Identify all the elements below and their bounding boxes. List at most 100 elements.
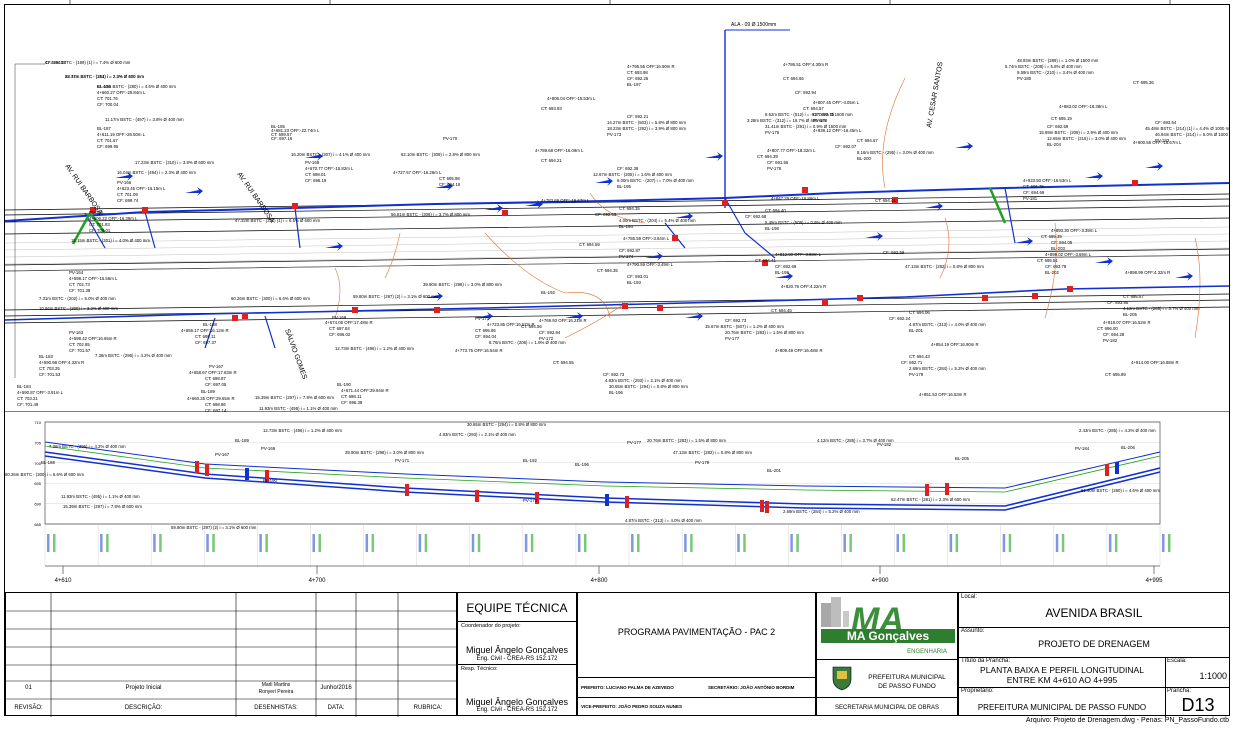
plan-annotation: CF: 692.87: [619, 248, 641, 253]
plan-annotation: CF: 694.28: [1103, 332, 1125, 337]
pavement-line: [44, 445, 1161, 493]
vice-prefeito: VICE-PREFEITO: JOÃO PEDRO SOUZA NUNES: [581, 704, 683, 709]
station-value-mark: [471, 534, 475, 552]
file-footer: Arquivo: Projeto de Drenagem.dwg - Penas…: [1025, 717, 1229, 724]
profile-annotation: PV-184: [1075, 446, 1090, 451]
profile-structure: [945, 483, 949, 495]
plan-annotation: 15.15m BSTC - (201) i = 4.0% Ø 400 mm: [71, 238, 150, 243]
plan-annotation: CF: 691.56: [767, 160, 789, 165]
plan-annotation: 4+883.02 OFF:-18.38m L: [1059, 104, 1108, 109]
company-logo: MA MA Gonçalves ENGENHARIA: [821, 597, 955, 655]
plan-annotation: CT: 694.41: [755, 258, 776, 263]
plan-annotation: 4+590.98 OFF:4.32m R: [39, 360, 84, 365]
plan-annotation: CT: 698.11: [341, 394, 362, 399]
plan-annotation: 5.45m BSTC - (509) i = 0.9% Ø 400 mm: [765, 220, 842, 225]
flow-arrow: [645, 252, 663, 261]
plan-annotation: 4.12m BSTC - (285) i = 3.7% Ø 400 mm: [1123, 306, 1200, 311]
flow-arrow: [685, 312, 703, 321]
plan-annotation: CT: 694.56: [521, 324, 542, 329]
profile-structure: [625, 496, 629, 508]
equipe-title: EQUIPE TÉCNICA: [466, 601, 568, 615]
plan-annotation: CF: 701.49: [17, 402, 39, 407]
manhole-marker: [802, 187, 808, 193]
profile-annotation: PV-177: [627, 440, 642, 445]
resp-reg: Eng. Civil - CREA-RS 152.172: [476, 707, 558, 713]
plan-annotation: 45.48m BSTC - (214) (1) i = 4.4% Ø 1000 …: [1145, 126, 1229, 131]
plan-annotation: 62.47m BSTC - (281) i = 2.3% Ø 600 mm: [65, 74, 144, 79]
plan-annotation: CF: 699.74: [117, 198, 139, 203]
plan-annotation: CF: 694.16: [439, 182, 461, 187]
elevation-label: 705: [34, 440, 41, 445]
plan-annotation: CT: 702.73: [69, 282, 90, 287]
profile-annotation: BL-188: [41, 460, 55, 465]
plan-annotation: 18.23m BSTC - (292) i = 3.9% Ø 800 mm: [607, 126, 686, 131]
flow-arrow: [435, 182, 453, 191]
plan-annotation: 20.76m BSTC - (283) i = 1.5% Ø 800 mm: [725, 330, 804, 335]
coordenador-reg: Eng. Civil - CREA-RS 152.172: [476, 656, 558, 662]
grid-line: [5, 226, 1229, 244]
plan-annotation: 4+790.59 OFF:-3.49m L: [627, 262, 674, 267]
logo-box: MA MA Gonçalves ENGENHARIA PREFEITURA MU…: [816, 592, 958, 716]
escala-value: 1:1000: [1199, 671, 1227, 681]
plan-annotation: PV-177: [725, 336, 740, 341]
profile-frame: [44, 421, 1161, 525]
station-value-mark: [312, 534, 315, 552]
manhole-marker: [242, 313, 248, 319]
profile-annotation: BL-201: [767, 468, 781, 473]
plan-annotation: CF: 692.21: [627, 114, 649, 119]
plan-annotation: 4.83m BSTC - (293) i = 2.1% Ø 400 mm: [605, 378, 682, 383]
manhole-marker: [672, 235, 678, 241]
plan-annotation: CT: 694.21: [541, 158, 562, 163]
plan-annotation: 4+660.27 OFF:-25.84m L: [97, 90, 146, 95]
plan-annotation: CF: 692.71: [901, 360, 923, 365]
plan-annotation: CT: 701.83: [89, 222, 110, 227]
plan-annotation: CF: 693.79: [1045, 264, 1067, 269]
plan-annotation: 4+900.55 OFF:-16.67m L: [1133, 140, 1182, 145]
plan-annotation: CT: 695.57: [1123, 294, 1144, 299]
plan-annotation: PV-169: [332, 315, 347, 320]
station-value-mark: [259, 534, 262, 552]
flow-arrow: [925, 202, 943, 211]
road-edge: [5, 299, 1229, 317]
plan-annotation: CF: 697.05: [205, 382, 227, 387]
plan-annotation: 4+590.87 OFF:-3.91m L: [17, 390, 64, 395]
plan-annotation: CT: 694.43: [909, 354, 930, 359]
plan-annotation: PV-164: [69, 270, 84, 275]
plan-annotation: 4+807.77 OFF:-18.32m L: [767, 148, 816, 153]
plan-annotation: CT: 694.57: [803, 106, 824, 111]
plan-annotation: 4+723.85 OFF:16.57m R: [487, 322, 535, 327]
profile-annotation: 7.36m BSTC - (296) i = 4.2% Ø 400 mm: [49, 444, 126, 449]
station-value-mark: [577, 534, 581, 552]
plan-annotation: CT: 701.67: [97, 138, 118, 143]
manhole-marker: [892, 197, 898, 203]
plan-annotation: 15.67m BSTC - (507) i = 1.2% Ø 400 mm: [705, 324, 784, 329]
flow-arrow: [1175, 272, 1193, 281]
plan-annotation: 4+623.45 OFF:-16.15m L: [117, 186, 166, 191]
plan-annotation: CT: 694.67: [857, 138, 878, 143]
plan-annotation: BL-189: [201, 389, 215, 394]
logo-sub: ENGENHARIA: [907, 649, 947, 655]
coordenador-name: Miguel Ângelo Gonçalves: [465, 645, 569, 655]
station-value-mark: [849, 534, 852, 552]
manhole-marker: [857, 295, 863, 301]
manhole-marker: [822, 299, 828, 305]
plan-annotation: BL-187: [97, 126, 111, 131]
plan-annotation: BL-194: [619, 224, 633, 229]
plan-annotation: 61.40m BSTC - (280) i = 4.6% Ø 400 mm: [97, 84, 176, 89]
top-ruler: [69, 0, 1171, 5]
plan-annotation: CF: 692.84: [539, 330, 561, 335]
plan-annotation: 15.89m BSTC - (209) i = 2.9% Ø 400 mm: [1039, 130, 1118, 135]
plan-annotation: 17.23m BSTC - (310) i = 3.8% Ø 600 mm: [135, 160, 214, 165]
road-edge: [5, 193, 1229, 211]
station-value-mark: [949, 534, 953, 552]
profile-structure: [760, 500, 764, 512]
plan-annotation: 4+660.25 OFF:29.65m R: [187, 396, 235, 401]
profile-annotation: 11.93m BSTC - (495) i = 1.1% Ø 400 mm: [61, 494, 140, 499]
col-rubrica: RUBRICA:: [413, 705, 443, 711]
assunto-label: Assunto:: [961, 628, 985, 634]
plan-annotation: BL-188: [203, 322, 217, 327]
contour-line: [484, 232, 611, 319]
manhole-marker: [982, 295, 988, 301]
station-value-mark: [206, 534, 209, 552]
plan-annotation: 4+854.19 OFF:16.90m R: [931, 342, 979, 347]
